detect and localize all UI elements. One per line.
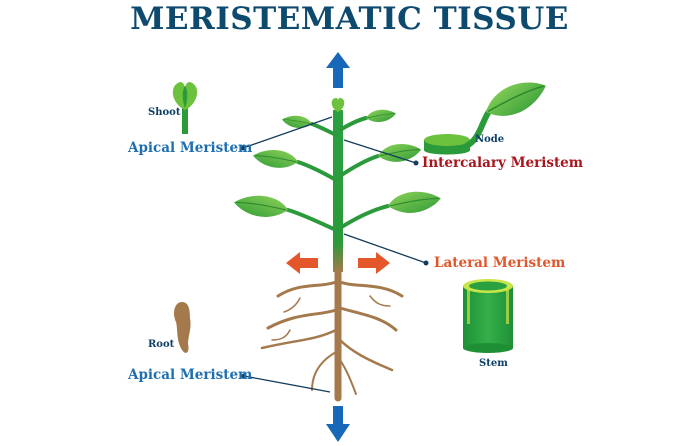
page-title: MERISTEMATIC TISSUE	[130, 1, 569, 37]
shoot-icon	[172, 82, 198, 134]
apical-bud	[331, 98, 345, 112]
pointer-dot	[240, 145, 246, 151]
stem-cylinder-icon	[463, 279, 513, 353]
pointer-dot	[241, 373, 247, 379]
upward-growth-arrow-icon	[326, 52, 350, 88]
pointer-dot	[423, 260, 429, 266]
lateral-growth-arrows-icon	[286, 252, 390, 274]
pointer-dot	[413, 160, 419, 166]
intercalary-meristem-label: Intercalary Meristem	[422, 155, 584, 171]
node-label: Node	[475, 134, 505, 145]
plant-roots	[260, 266, 404, 402]
root-icon	[174, 302, 191, 353]
pointer-apical-top	[242, 116, 333, 149]
lateral-meristem-label: Lateral Meristem	[434, 255, 566, 271]
apical-meristem-root-label: Apical Meristem	[128, 367, 253, 383]
shoot-label: Shoot	[148, 107, 181, 118]
pointer-lateral	[343, 233, 427, 264]
pointer-apical-bottom	[243, 375, 331, 393]
pointer-lines	[242, 116, 427, 393]
pointer-intercalary	[343, 139, 417, 164]
apical-meristem-shoot-label: Apical Meristem	[128, 140, 253, 156]
node-icon	[424, 75, 551, 155]
stem-label: Stem	[479, 358, 508, 369]
downward-growth-arrow-icon	[326, 406, 350, 442]
root-label: Root	[148, 339, 175, 350]
